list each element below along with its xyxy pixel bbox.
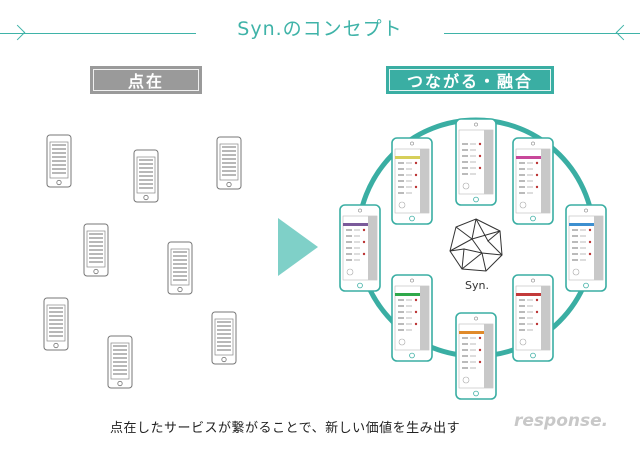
right-arrow-icon	[278, 218, 318, 276]
ring-phone-top-left-icon	[391, 137, 433, 225]
watermark: response.	[514, 411, 609, 431]
title-rule-left	[0, 33, 196, 34]
scattered-phone-icon	[107, 335, 133, 389]
ring-phone-bottom-right-icon	[512, 274, 554, 362]
scattered-phone-icon	[216, 136, 242, 190]
ring-phone-top-right-icon	[512, 137, 554, 225]
scattered-phone-icon	[211, 311, 237, 365]
scattered-phone-icon	[167, 241, 193, 295]
label-scattered: 点在	[90, 66, 202, 94]
caption: 点在したサービスが繋がることで、新しい価値を生み出す	[110, 421, 461, 436]
syn-logo-icon	[449, 218, 503, 272]
ring-phone-right-icon	[565, 204, 607, 292]
ring-phone-bottom-left-icon	[391, 274, 433, 362]
ring-phone-bottom-icon	[455, 312, 497, 400]
label-connected-text: つながる・融合	[406, 72, 533, 91]
scattered-phone-icon	[46, 134, 72, 188]
scattered-phone-icon	[133, 149, 159, 203]
title-rule-right	[444, 33, 640, 34]
scattered-phone-icon	[43, 297, 69, 351]
ring-phone-top-icon	[455, 118, 497, 206]
label-scattered-text: 点在	[127, 72, 164, 91]
label-connected: つながる・融合	[386, 66, 554, 94]
ring-phone-left-icon	[339, 204, 381, 292]
scattered-phone-icon	[83, 223, 109, 277]
page-title: Syn.のコンセプト	[237, 18, 403, 40]
syn-logo-text: Syn.	[465, 279, 489, 292]
